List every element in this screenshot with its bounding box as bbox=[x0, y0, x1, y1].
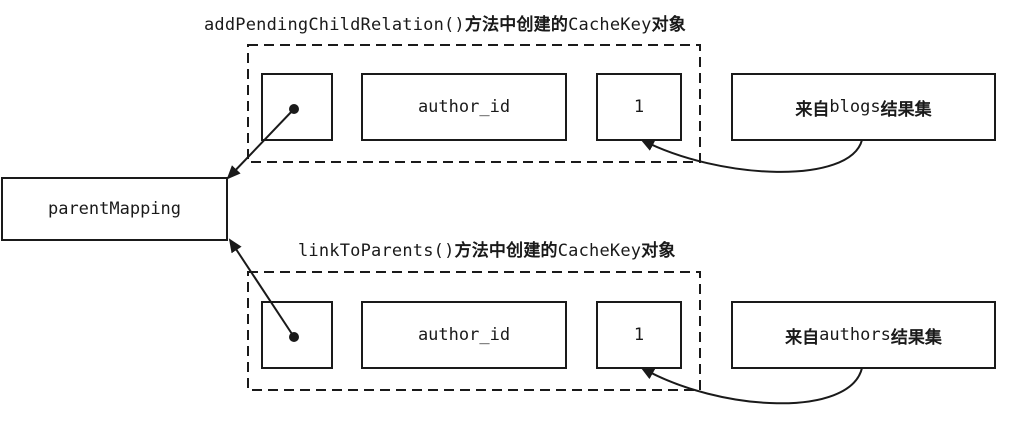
bottom-source-prefix: 来自 bbox=[785, 327, 820, 348]
top-cachekey-group bbox=[247, 44, 701, 163]
bottom-source-arrow bbox=[640, 367, 863, 405]
bottom-caption-cachekey: CacheKey bbox=[557, 241, 642, 261]
parent-mapping-label: parentMapping bbox=[47, 199, 182, 219]
bottom-author-id-label: author_id bbox=[417, 325, 511, 345]
top-source-arrow bbox=[640, 139, 863, 173]
top-pointer-arrow bbox=[226, 108, 295, 180]
top-source-prefix: 来自 bbox=[795, 99, 830, 120]
top-caption-cachekey: CacheKey bbox=[568, 15, 652, 35]
top-source-suffix: 结果集 bbox=[880, 99, 932, 120]
bottom-caption-text-2: 对象 bbox=[641, 241, 676, 261]
bottom-group-caption: linkToParents()方法中创建的CacheKey对象 bbox=[298, 236, 676, 261]
top-caption-text-1: 方法中创建的 bbox=[464, 15, 569, 35]
top-caption-text-2: 对象 bbox=[651, 15, 686, 35]
top-value-label: 1 bbox=[633, 97, 645, 117]
top-source-box bbox=[731, 73, 996, 141]
bottom-value-label: 1 bbox=[633, 325, 645, 345]
bottom-source-code: authors bbox=[819, 325, 891, 345]
bottom-cachekey-group bbox=[247, 271, 701, 391]
bottom-pointer-arrow bbox=[228, 238, 295, 338]
bottom-author-id-cell bbox=[361, 301, 567, 369]
top-value-cell bbox=[596, 73, 682, 141]
bottom-caption-method: linkToParents() bbox=[298, 241, 455, 261]
top-author-id-cell bbox=[361, 73, 567, 141]
bottom-value-cell bbox=[596, 301, 682, 369]
bottom-caption-text-1: 方法中创建的 bbox=[454, 241, 558, 261]
top-author-id-label: author_id bbox=[417, 97, 511, 117]
parent-mapping-box bbox=[1, 177, 228, 241]
top-source-code: blogs bbox=[829, 97, 881, 117]
top-caption-method: addPendingChildRelation() bbox=[204, 15, 465, 35]
top-group-caption: addPendingChildRelation()方法中创建的CacheKey对… bbox=[204, 10, 686, 35]
bottom-source-box bbox=[731, 301, 996, 369]
bottom-source-suffix: 结果集 bbox=[890, 327, 942, 348]
